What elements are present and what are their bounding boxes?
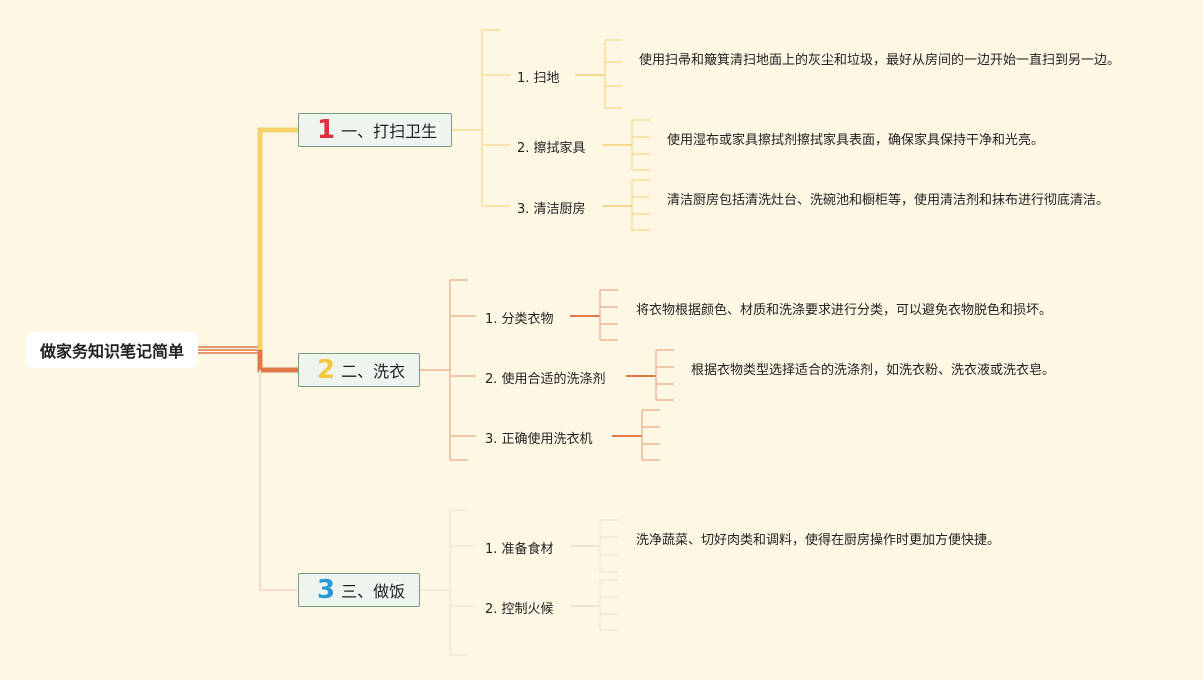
subtopic-use-washing-machine[interactable]: 3. 正确使用洗衣机 (485, 432, 593, 447)
subtopic-prepare-ingredients[interactable]: 1. 准备食材 (485, 542, 554, 557)
topic-3-children-connectors (420, 509, 618, 656)
number-2-badge: 2 (317, 355, 336, 385)
topic-cleaning[interactable]: 1 一、打扫卫生 (298, 113, 452, 147)
desc-prepare-ingredients: 洗净蔬菜、切好肉类和调料，使得在厨房操作时更加方便快捷。 (636, 533, 1001, 548)
subtopic-control-heat[interactable]: 2. 控制火候 (485, 602, 554, 617)
topic-laundry[interactable]: 2 二、洗衣 (298, 353, 420, 387)
desc-use-detergent: 根据衣物类型选择适合的洗涤剂，如洗衣粉、洗衣液或洗衣皂。 (691, 363, 1056, 378)
number-1-badge: 1 (317, 115, 336, 145)
branch-1-connector (257, 127, 298, 350)
topic-2-children-connectors (420, 279, 674, 461)
subtopic-sort-clothes[interactable]: 1. 分类衣物 (485, 312, 554, 327)
desc-sweeping: 使用扫帚和簸箕清扫地面上的灰尘和垃圾，最好从房间的一边开始一直扫到另一边。 (639, 53, 1121, 68)
desc-sort-clothes: 将衣物根据颜色、材质和洗涤要求进行分类，可以避免衣物脱色和损坏。 (636, 303, 1053, 318)
root-node[interactable]: 做家务知识笔记简单 (26, 332, 198, 368)
subtopic-use-detergent[interactable]: 2. 使用合适的洗涤剂 (485, 372, 606, 387)
desc-cleaning-kitchen: 清洁厨房包括清洗灶台、洗碗池和橱柜等，使用清洁剂和抹布进行彻底清洁。 (667, 193, 1110, 208)
topic-label: 二、洗衣 (341, 362, 406, 381)
root-connectors (198, 346, 262, 354)
branch-2-connector (257, 350, 298, 373)
topic-cooking[interactable]: 3 三、做饭 (298, 573, 420, 607)
subtopic-cleaning-kitchen[interactable]: 3. 清洁厨房 (517, 202, 586, 217)
desc-wiping-furniture: 使用湿布或家具擦拭剂擦拭家具表面，确保家具保持干净和光亮。 (667, 133, 1045, 148)
root-title: 做家务知识笔记简单 (39, 342, 184, 361)
number-3-badge: 3 (317, 575, 336, 605)
topic-1-children-connectors (452, 29, 650, 231)
branch-3-connector (259, 370, 298, 591)
topic-label: 三、做饭 (341, 582, 406, 601)
subtopic-sweeping[interactable]: 1. 扫地 (517, 71, 560, 86)
topic-label: 一、打扫卫生 (341, 122, 438, 141)
subtopic-wiping-furniture[interactable]: 2. 擦拭家具 (517, 141, 586, 156)
